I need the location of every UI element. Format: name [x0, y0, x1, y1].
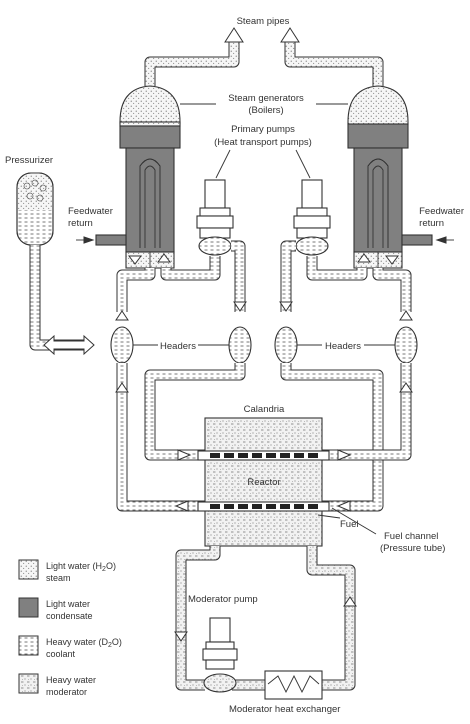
headers-left-label: Headers: [160, 341, 196, 352]
headers-right-label: Headers: [325, 341, 361, 352]
flow-arrow-up-left-1: [115, 310, 129, 321]
legend-moderator-line2: moderator: [46, 687, 87, 697]
steam-pipes-label: Steam pipes: [237, 16, 290, 27]
flow-arrow-left-channel-in: [336, 500, 351, 512]
legend-item-moderator: Heavy water moderator: [18, 673, 96, 697]
legend-item-steam: Light water (H2O) steam: [18, 559, 116, 583]
flow-arrow-right-channel-out: [337, 449, 352, 461]
leader-lines: [133, 103, 395, 535]
legend-item-condensate: Light water condensate: [18, 597, 93, 621]
flow-arrow-up-left-2: [115, 382, 129, 393]
primary-pump-left: [196, 179, 234, 256]
pressurizer-double-arrow: [43, 334, 95, 356]
moderator-pump: [202, 617, 238, 693]
flow-arrow-left-channel-bottom: [174, 500, 189, 512]
flow-arrow-down-pump-right: [279, 301, 293, 312]
feedwater-left-label: Feedwater: [68, 206, 113, 217]
legend-coolant-line2: coolant: [46, 649, 76, 659]
steam-outlet-arrow-right: [280, 27, 300, 43]
flow-arrow-down-pump-left: [233, 301, 247, 312]
feedwater-right-label: Feedwater: [419, 206, 464, 217]
legend-steam-line1: Light water (H: [46, 561, 102, 571]
steam-generators-label: Steam generators: [228, 93, 304, 104]
legend-condensate-line2: condensate: [46, 611, 93, 621]
primary-coolant-loops: [110, 240, 418, 512]
primary-pumps-label: Primary pumps: [231, 124, 295, 135]
legend-moderator-line1: Heavy water: [46, 675, 96, 685]
legend-coolant-line1: Heavy water (D: [46, 637, 109, 647]
fuel-bundles: [210, 453, 318, 509]
pressurizer: [16, 172, 54, 246]
svg-text:Light water (H2O): Light water (H2O): [46, 561, 116, 573]
legend-steam-sub: 2: [102, 566, 106, 573]
calandria-label: Calandria: [244, 404, 285, 415]
steam-generator-right: [347, 85, 433, 269]
svg-text:Heavy water (D2O): Heavy water (D2O): [46, 637, 122, 649]
legend: Light water (H2O) steam Light water cond…: [18, 559, 122, 697]
moderator-heat-exchanger-label: Moderator heat exchanger: [229, 704, 340, 715]
heat-transport-pumps-label: (Heat transport pumps): [214, 137, 312, 148]
fuel-channel-label: Fuel channel: [384, 531, 438, 542]
calandria: [197, 417, 330, 547]
legend-item-coolant: Heavy water (D2O) coolant: [18, 635, 122, 659]
moderator-pump-label: Moderator pump: [188, 594, 258, 605]
feedwater-left-return-label: return: [68, 218, 93, 229]
legend-steam-line2: steam: [46, 573, 71, 583]
moderator-heat-exchanger: [264, 670, 323, 700]
legend-steam-line1-end: O): [106, 561, 116, 571]
legend-condensate-line1: Light water: [46, 599, 90, 609]
fuel-label: Fuel: [340, 519, 358, 530]
flow-arrow-up-right-1: [399, 310, 413, 321]
flow-arrow-down-sg-left: [128, 255, 142, 265]
pressure-tube-label: (Pressure tube): [380, 543, 445, 554]
legend-coolant-sub: 2: [108, 642, 112, 649]
moderator-flow-arrow-up: [343, 596, 357, 607]
moderator-loop: [174, 546, 357, 691]
feedwater-right-return-label: return: [419, 218, 444, 229]
flow-arrow-down-sg-right: [385, 255, 399, 265]
flow-arrow-right-channel-top: [177, 449, 192, 461]
boilers-label: (Boilers): [248, 105, 283, 116]
steam-pipes: [144, 27, 384, 86]
steam-generator-left: [95, 85, 181, 269]
steam-outlet-arrow-left: [224, 27, 244, 43]
primary-pump-right: [293, 179, 331, 256]
flow-arrow-up-sg-right: [357, 253, 371, 263]
flow-arrow-up-sg-left: [157, 253, 171, 263]
reactor-label: Reactor: [247, 477, 280, 488]
pressurizer-label: Pressurizer: [5, 155, 53, 166]
legend-coolant-line1-end: O): [112, 637, 122, 647]
moderator-flow-arrow-down: [174, 631, 188, 642]
flow-arrow-up-right-2: [399, 382, 413, 393]
